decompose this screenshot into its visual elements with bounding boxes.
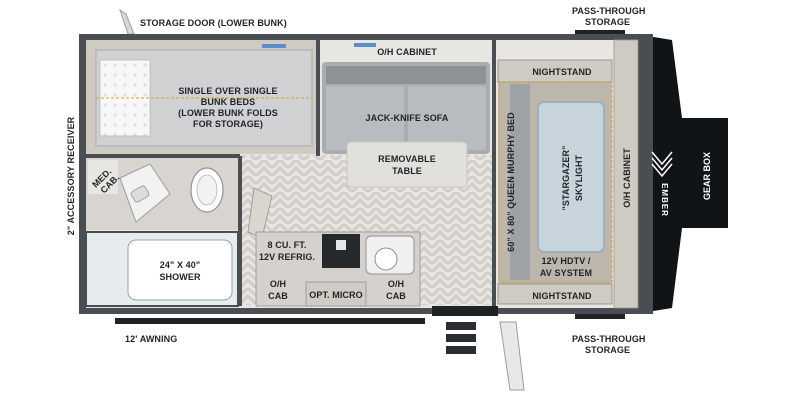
sofa-cushion-left (326, 86, 404, 150)
pass-through-door-bottom (575, 314, 625, 319)
hdtv-label-2: AV SYSTEM (540, 268, 592, 278)
nightstand-bottom-label: NIGHTSTAND (532, 291, 592, 301)
sofa-back (326, 66, 486, 84)
toilet-seat (196, 174, 218, 206)
nightstand-bottom (497, 283, 613, 305)
brand-text: EMBER (660, 183, 669, 217)
table-label-1: REMOVABLE (378, 154, 436, 164)
stargazer-skylight (537, 101, 605, 253)
murphy-bed-outline (499, 81, 613, 283)
optional-microwave (305, 281, 367, 307)
entry-step-3 (446, 346, 476, 354)
sofa-cushion-right (408, 86, 486, 150)
shower-pan (127, 239, 233, 301)
shower-label-2: SHOWER (159, 272, 201, 282)
refrig-label-2: 12V REFRIG. (259, 252, 315, 262)
oh-cab-right-label-2: CAB (386, 291, 406, 301)
entry-step-1 (446, 322, 476, 330)
entry-step-2 (446, 334, 476, 342)
skylight-label-1: "STARGAZER" (561, 146, 571, 211)
bedroom-wall (492, 40, 496, 306)
table-label-2: TABLE (392, 166, 422, 176)
murphy-bed-cushions (510, 84, 530, 280)
cooktop-burner (336, 240, 346, 250)
bunk-label-1: SINGLE OVER SINGLE (178, 86, 277, 96)
pass-through-top-label: PASS-THROUGH (572, 6, 646, 16)
bunk-wall (316, 40, 320, 156)
ember-logo (651, 151, 673, 178)
oh-cab-left-label-2: CAB (268, 291, 288, 301)
bunk-label-3: (LOWER BUNK FOLDS (178, 108, 278, 118)
oh-cabinet-top-label: O/H CABINET (377, 47, 437, 57)
oh-cabinet-top-light (354, 43, 376, 47)
bunk-light (262, 44, 286, 48)
oh-cab-left-label-1: O/H (270, 279, 286, 289)
awning-bar (115, 318, 425, 324)
opt-micro-label: OPT. MICRO (309, 290, 363, 300)
oh-cabinet-right-label: O/H CABINET (622, 148, 632, 208)
gear-box-label: GEAR BOX (702, 152, 712, 200)
accessory-receiver-label: 2" ACCESSORY RECEIVER (66, 116, 76, 235)
pass-through-bottom-label: PASS-THROUGH (572, 334, 646, 344)
gear-box (635, 34, 728, 314)
pass-through-door-top (575, 30, 625, 35)
cooktop (322, 234, 360, 268)
murphy-bed-label: 60" X 80" QUEEN MURPHY BED (506, 112, 516, 252)
storage-door-panel (119, 8, 135, 35)
sofa-label: JACK-KNIFE SOFA (365, 113, 448, 123)
bunk-label-4: FOR STORAGE) (193, 119, 263, 129)
storage-door-label: STORAGE DOOR (LOWER BUNK) (140, 18, 287, 28)
sink-basin (130, 185, 150, 203)
nightstand-top-label: NIGHTSTAND (532, 67, 592, 77)
refrig-label-1: 8 CU. FT. (268, 240, 307, 250)
med-cabinet (88, 160, 118, 194)
shower-label-1: 24" X 40" (160, 260, 200, 270)
oh-cab-right-label-1: O/H (388, 279, 404, 289)
removable-table (346, 141, 468, 188)
hdtv-label-1: 12V HDTV / (541, 256, 590, 266)
entry-door-swing (499, 321, 525, 391)
awning-label: 12' AWNING (125, 334, 177, 344)
bath-wall-top (86, 154, 240, 158)
galley-sink-basin (374, 247, 398, 271)
bunk-label-2: BUNK BEDS (201, 97, 255, 107)
pass-through-top-label-2: STORAGE (585, 17, 630, 27)
right-cabinet (613, 39, 639, 309)
skylight-label-2: SKYLIGHT (574, 154, 584, 201)
entry-door-frame (432, 306, 498, 316)
bath-wall-right (238, 156, 242, 306)
pass-through-bottom-label-2: STORAGE (585, 345, 630, 355)
